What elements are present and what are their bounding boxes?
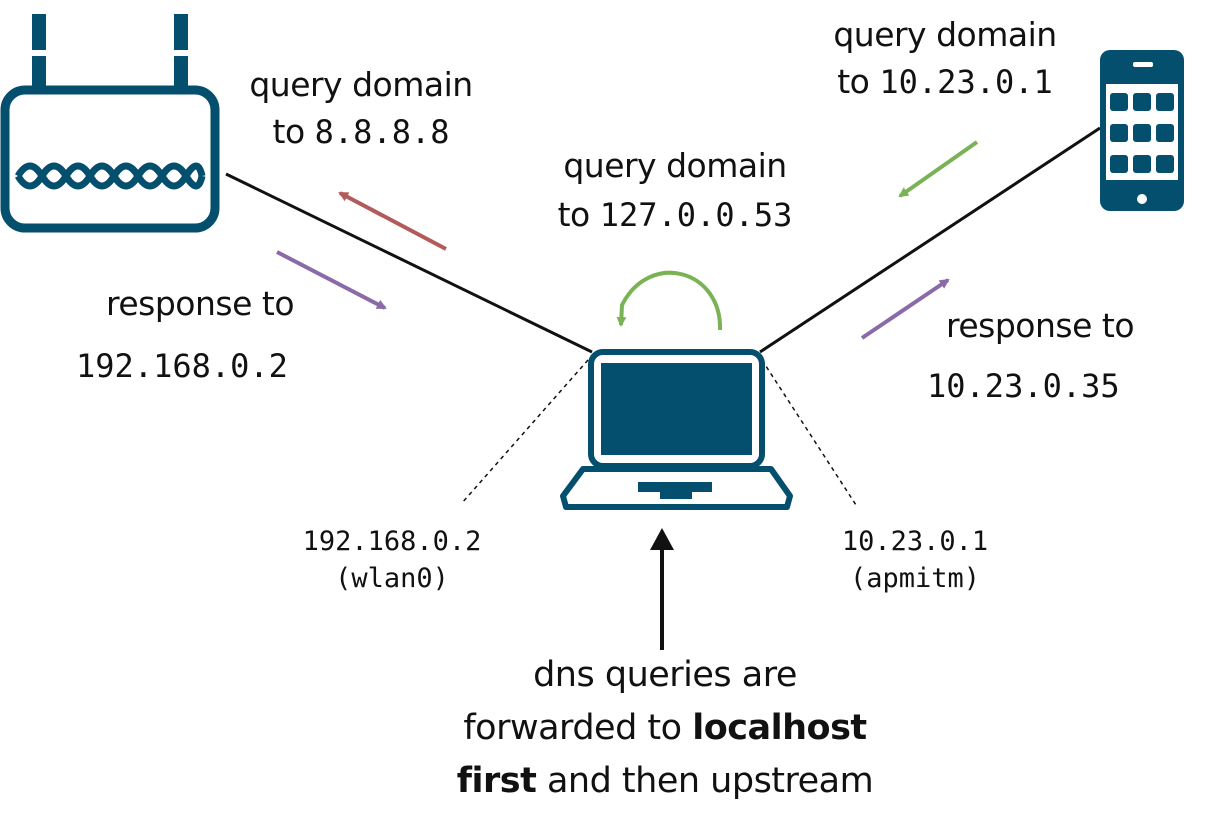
local-query-line2: to 127.0.0.53 (520, 198, 830, 231)
phone-query-prefix: to (837, 62, 870, 101)
note-first: first (456, 761, 537, 801)
phone-query-label: query domain to 10.23.0.1 (800, 18, 1090, 98)
router-response-label: response to (106, 284, 295, 323)
local-query-loop-arrow (616, 270, 723, 331)
router-query-prefix: to (272, 112, 306, 151)
note-line2-text: forwarded to (463, 708, 682, 748)
local-query-line1: query domain (563, 146, 787, 185)
note-line2: forwarded to localhost (400, 711, 930, 746)
smartphone-icon (1100, 50, 1184, 211)
router-icon (0, 14, 220, 233)
apmitm-leader (761, 359, 857, 506)
note-line3-text: and then upstream (546, 761, 874, 801)
router-query-address: 8.8.8.8 (314, 113, 450, 151)
router-query-label: query domain to 8.8.8.8 (236, 68, 486, 148)
apmitm-ip: 10.23.0.1 (841, 526, 989, 557)
phone-response-address: 10.23.0.35 (927, 367, 1120, 405)
wlan0-interface-label: 192.168.0.2 (wlan0) (262, 528, 522, 592)
phone-response-arrow (860, 278, 950, 340)
local-query-prefix: to (557, 195, 591, 234)
phone-query-line2: to 10.23.0.1 (800, 65, 1090, 98)
phone-query-line1: query domain (833, 15, 1057, 54)
note-pointer-arrowhead (650, 528, 674, 550)
phone-query-arrow (898, 140, 979, 198)
local-query-address: 127.0.0.53 (599, 196, 793, 234)
wlan0-name: (wlan0) (335, 563, 449, 594)
router-query-line1: query domain (249, 65, 473, 104)
apmitm-name: (apmitm) (849, 563, 981, 594)
phone-response-label: response to (946, 306, 1135, 345)
router-laptop-link (225, 172, 593, 354)
router-response-arrow (276, 250, 387, 310)
wlan0-leader (461, 359, 589, 504)
router-response-address: 192.168.0.2 (76, 347, 288, 385)
router-query-line2: to 8.8.8.8 (236, 115, 486, 148)
note-localhost: localhost (692, 708, 867, 748)
note-line1: dns queries are (533, 655, 797, 695)
phone-query-address: 10.23.0.1 (879, 63, 1053, 101)
apmitm-interface-label: 10.23.0.1 (apmitm) (800, 528, 1030, 592)
laptop-icon (560, 349, 793, 510)
local-query-label: query domain to 127.0.0.53 (520, 149, 830, 231)
query-upstream-arrow (338, 191, 447, 251)
dns-forwarding-note: dns queries are forwarded to localhost f… (400, 658, 930, 799)
router-response-line1: response to (106, 284, 295, 323)
wlan0-ip: 192.168.0.2 (302, 526, 482, 557)
phone-response-line1: response to (946, 306, 1135, 345)
note-line3: first and then upstream (400, 764, 930, 799)
phone-laptop-link (759, 126, 1101, 354)
